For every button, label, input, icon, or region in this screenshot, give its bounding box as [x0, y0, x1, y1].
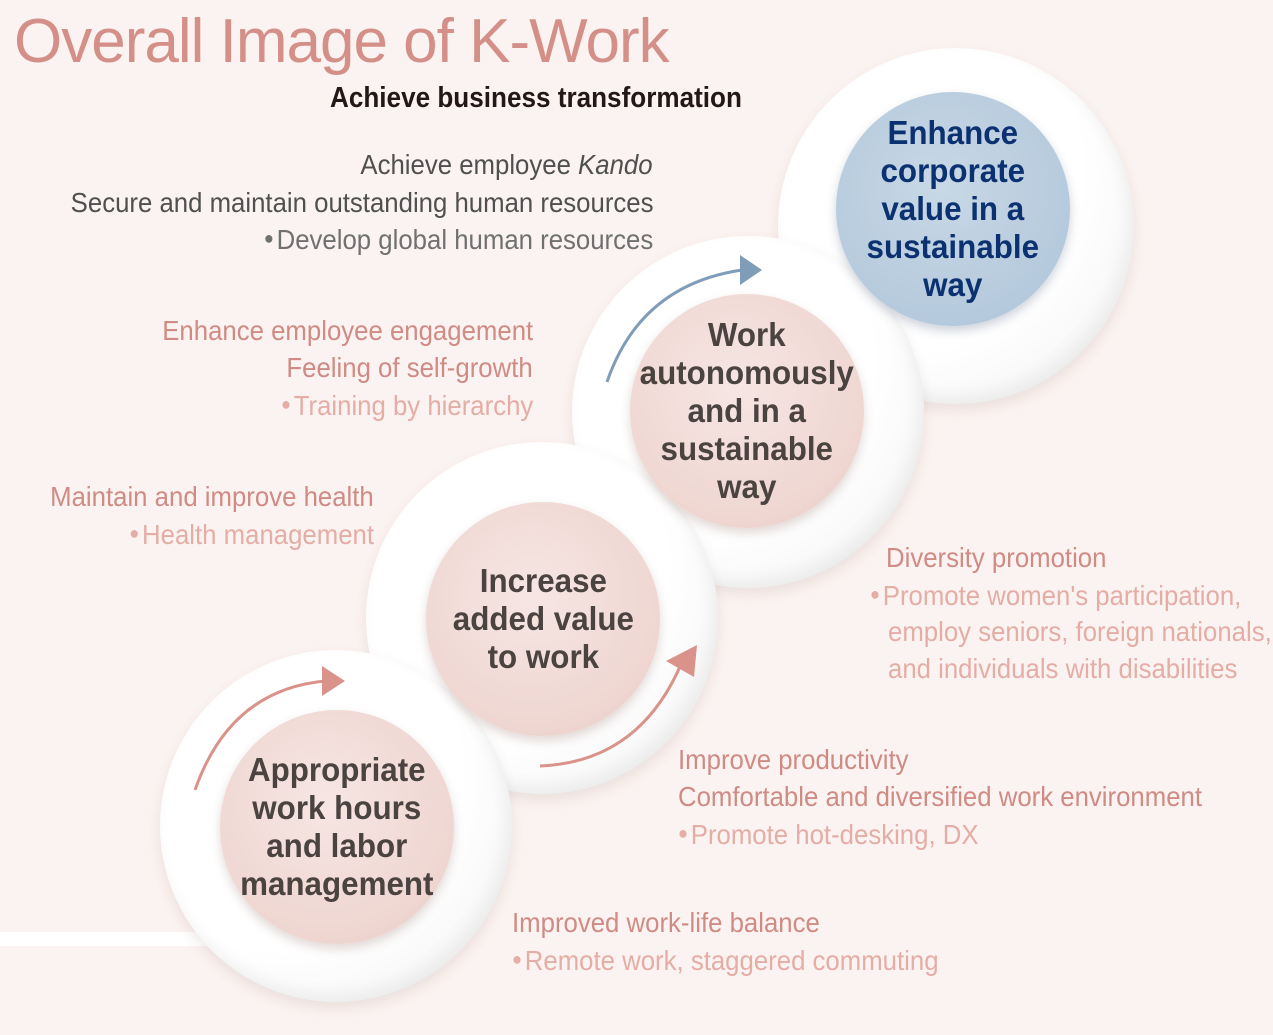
step2-line: Increase — [479, 562, 607, 599]
bullet-icon: ● — [512, 949, 523, 969]
bullet-icon: ● — [263, 228, 274, 248]
diagram-subtitle: Achieve business transformation — [330, 82, 742, 114]
bullet-icon: ● — [129, 523, 140, 543]
goal-kando-line: Achieve employee Kando — [361, 146, 653, 183]
worklife-bullet-text: Remote work, staggered commuting — [524, 945, 939, 976]
circle-step2-text: Increase added value to work — [448, 562, 639, 676]
step1-line: Appropriate — [248, 751, 426, 788]
arrow-step2-head — [666, 645, 697, 677]
arrow-step3-curve — [605, 268, 743, 383]
step1-line: work hours — [252, 789, 422, 826]
bullet-icon: ● — [280, 394, 291, 414]
goal-kando-italic: Kando — [578, 149, 653, 180]
goal-hr-bullet-text: Develop global human resources — [276, 224, 653, 255]
engagement-heading: Enhance employee engagement — [162, 315, 533, 346]
step4-line: corporate — [880, 152, 1026, 189]
self-growth-heading: Feeling of self-growth — [286, 352, 533, 383]
circle-enhance-corporate-value: Enhance corporate value in a sustainable… — [836, 92, 1070, 326]
circle-step1-text: Appropriate work hours and labor managem… — [235, 751, 439, 903]
diversity-bullet-line2: employ seniors, foreign nationals, — [888, 616, 1272, 647]
productivity-bullet-text: Promote hot-desking, DX — [690, 819, 979, 850]
bullet-icon: ● — [678, 823, 689, 843]
step1-line: management — [240, 865, 434, 902]
step3-line: autonomously — [639, 354, 855, 391]
circle-step3-text: Work autonomously and in a sustainable w… — [634, 316, 860, 506]
arrow-step1-head — [322, 666, 345, 696]
step4-line: sustainable — [866, 228, 1040, 265]
arrow-step3-head — [740, 255, 762, 285]
health-bullet: ●Health management — [129, 515, 374, 553]
goal-hr-line: Secure and maintain outstanding human re… — [70, 187, 653, 218]
arrow-step2-curve — [539, 661, 684, 768]
page-title: Overall Image of K-Work — [14, 7, 670, 76]
goal-kando-prefix: Achieve employee — [360, 149, 579, 180]
engagement-bullet-text: Training by hierarchy — [293, 390, 533, 421]
step2-line: added value — [452, 600, 634, 637]
goal-hr-bullet: ●Develop global human resources — [264, 220, 653, 258]
diversity-heading: Diversity promotion — [886, 542, 1107, 573]
step3-line: sustainable — [660, 430, 834, 467]
engagement-bullet: ●Training by hierarchy — [281, 386, 533, 424]
circle-increase-added-value: Increase added value to work — [426, 502, 660, 736]
bullet-icon: ● — [870, 584, 881, 604]
circle-appropriate-work-hours: Appropriate work hours and labor managem… — [220, 710, 454, 944]
health-bullet-text: Health management — [142, 519, 374, 550]
step4-line: way — [923, 266, 983, 303]
worklife-heading: Improved work-life balance — [512, 907, 820, 938]
step4-line: Enhance — [887, 114, 1019, 151]
worklife-bullet: ●Remote work, staggered commuting — [512, 941, 939, 979]
productivity-heading: Improve productivity — [678, 744, 909, 775]
productivity-bullet: ●Promote hot-desking, DX — [678, 815, 979, 853]
step2-line: to work — [487, 638, 599, 675]
step3-line: Work — [708, 316, 786, 353]
diversity-bullet-line3: and individuals with disabilities — [888, 653, 1238, 684]
step4-line: value in a — [881, 190, 1025, 227]
step3-line: and in a — [687, 392, 807, 429]
diversity-bullet: ●Promote women's participation, — [870, 576, 1241, 614]
step3-line: way — [717, 468, 777, 505]
diversity-bullet-line1: Promote women's participation, — [882, 580, 1242, 611]
work-environment-heading: Comfortable and diversified work environ… — [678, 781, 1203, 812]
health-heading: Maintain and improve health — [50, 481, 374, 512]
circle-work-autonomously: Work autonomously and in a sustainable w… — [630, 294, 864, 528]
arrow-step1-curve — [193, 679, 326, 791]
circle-step4-text: Enhance corporate value in a sustainable… — [862, 114, 1044, 304]
step1-line: and labor — [266, 827, 408, 864]
